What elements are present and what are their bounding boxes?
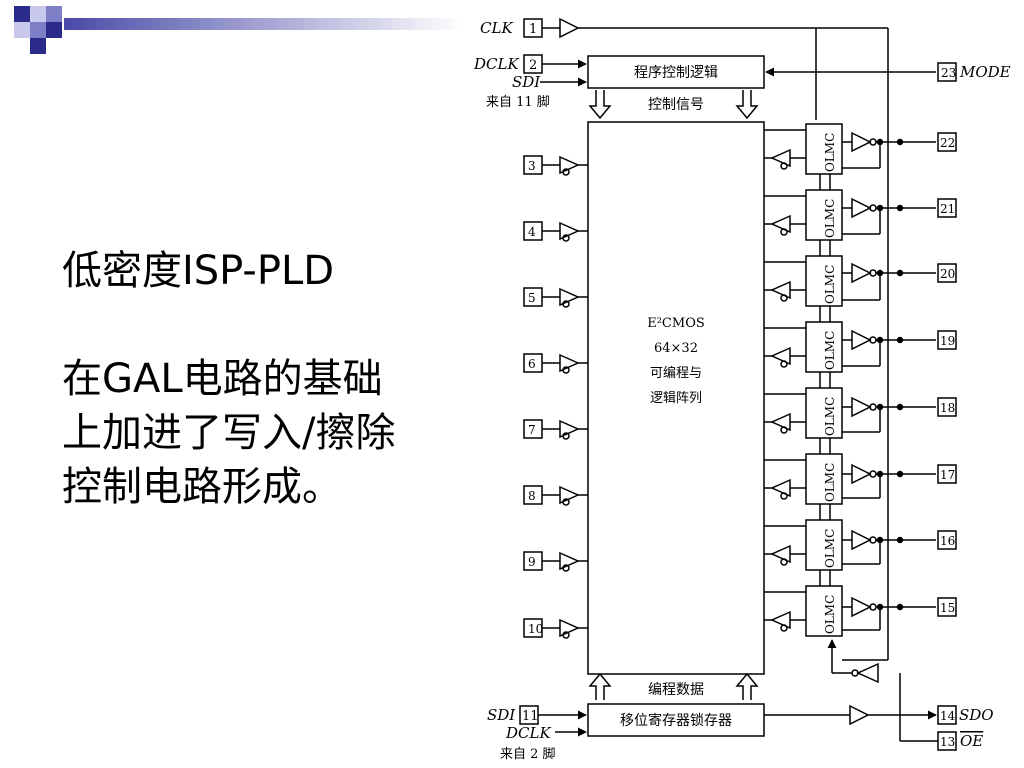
body-line: 上加进了写入/擦除 [62, 410, 396, 456]
control-signal-label: 控制信号 [648, 97, 704, 113]
dclk-label: DCLK [473, 55, 519, 73]
array-desc-1: 可编程与 [650, 366, 702, 381]
input-pin-number: 8 [528, 489, 536, 503]
program-control-logic-label: 程序控制逻辑 [634, 65, 718, 81]
input-pin-number: 5 [528, 291, 536, 305]
sdo-label: SDO [959, 706, 994, 724]
program-data-label: 编程数据 [648, 682, 704, 698]
olmc-row-19: OLMC 19 [764, 321, 957, 373]
input-pin-6: 6 [523, 353, 588, 374]
shift-register-label: 移位寄存器锁存器 [620, 712, 732, 729]
clk-label: CLK [480, 19, 513, 37]
mode-label: MODE [959, 63, 1011, 81]
input-pin-10: 10 [523, 618, 588, 639]
input-pin-8: 8 [523, 485, 588, 506]
output-pin-number: 21 [940, 202, 955, 216]
body-line: 在GAL电路的基础 [62, 356, 383, 402]
olmc-label: OLMC [823, 463, 837, 502]
input-pin-4: 4 [523, 221, 588, 242]
slide-title: 低密度ISP-PLD [62, 248, 335, 294]
input-pin-number: 10 [528, 622, 543, 636]
input-pin-5: 5 [523, 287, 588, 308]
array-size: 64×32 [654, 341, 698, 356]
input-pin-number: 3 [528, 159, 536, 173]
from-pin-11-label: 来自 11 脚 [486, 94, 550, 110]
output-pin-number: 20 [940, 267, 955, 281]
input-pin-3: 3 [523, 155, 588, 176]
output-pin-number: 19 [940, 334, 955, 348]
dclk-bottom-label: DCLK [505, 724, 551, 742]
input-pin-7: 7 [523, 419, 588, 440]
olmc-row-17: OLMC 17 [764, 453, 957, 505]
olmc-label: OLMC [823, 397, 837, 436]
input-pin-number: 6 [528, 357, 536, 371]
dclk-pin-num: 2 [529, 58, 537, 73]
body-line: 控制电路形成。 [62, 464, 342, 510]
sdi-pin-num: 11 [522, 709, 539, 724]
input-pin-9: 9 [523, 551, 588, 572]
olmc-row-20: OLMC 20 [764, 255, 957, 307]
sdo-pin-num: 14 [940, 709, 956, 723]
output-pin-number: 18 [940, 401, 955, 415]
olmc-row-22: OLMC 22 [764, 123, 957, 175]
output-pin-number: 15 [940, 601, 955, 615]
output-pin-number: 16 [940, 534, 955, 548]
olmc-row-16: OLMC 16 [764, 519, 957, 571]
input-pin-number: 4 [528, 225, 536, 239]
mode-pin-num: 23 [941, 66, 956, 80]
olmc-label: OLMC [823, 265, 837, 304]
sdi-bottom-label: SDI [487, 706, 516, 724]
olmc-row-18: OLMC 18 [764, 387, 957, 439]
olmc-label: OLMC [823, 199, 837, 238]
input-pin-group: 3 4 5 6 7 8 9 10 [523, 155, 588, 639]
oe-pin-num: 13 [940, 735, 955, 749]
slide-body: 在GAL电路的基础 上加进了写入/擦除 控制电路形成。 [62, 352, 462, 514]
input-pin-number: 7 [528, 423, 536, 437]
oe-label: OE [960, 732, 983, 750]
olmc-label: OLMC [823, 133, 837, 172]
array-desc-2: 逻辑阵列 [650, 391, 702, 406]
olmc-label: OLMC [823, 529, 837, 568]
input-pin-number: 9 [528, 555, 536, 569]
array-title: E²CMOS [647, 316, 705, 331]
clk-pin-num: 1 [529, 22, 537, 37]
olmc-label: OLMC [823, 595, 837, 634]
olmc-row-21: OLMC 21 [764, 189, 957, 241]
sdi-label: SDI [512, 73, 541, 91]
from-pin-2-label: 来自 2 脚 [500, 746, 556, 762]
olmc-row-15: OLMC 15 [764, 585, 957, 637]
olmc-label: OLMC [823, 331, 837, 370]
slide-logo [14, 6, 464, 54]
output-pin-number: 17 [940, 468, 955, 482]
output-pin-number: 22 [940, 136, 955, 150]
